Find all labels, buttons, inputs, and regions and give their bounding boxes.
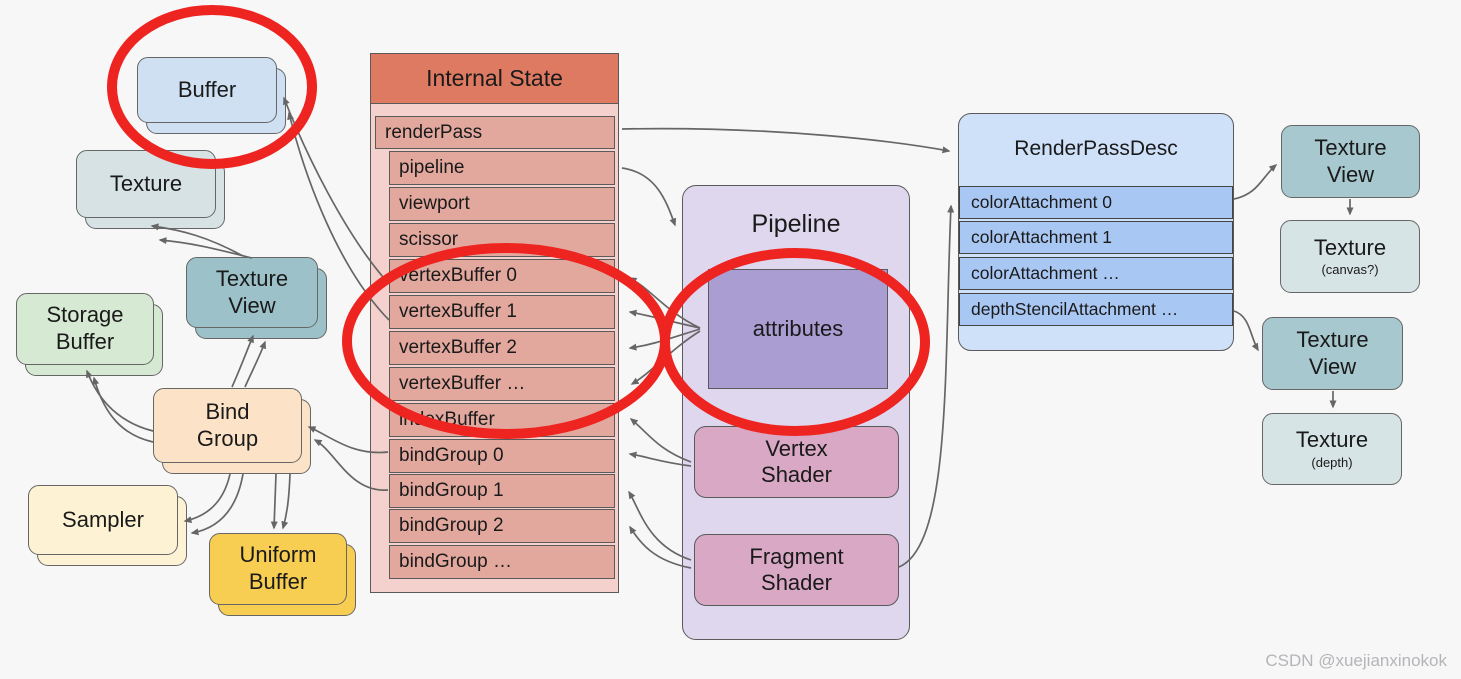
node-texture-view-left-label2: View <box>228 292 276 318</box>
texture-depth-label: Texture <box>1295 427 1369 453</box>
arrow-bindgroup-to-uniformbuffer-1 <box>270 473 278 530</box>
node-sampler: Sampler <box>28 485 187 566</box>
watermark: CSDN @xuejianxinokok <box>1265 651 1447 670</box>
node-storage-buffer: Storage Buffer <box>16 293 163 376</box>
node-sampler-label: Sampler <box>62 506 144 532</box>
pipeline-title: Pipeline <box>751 210 841 238</box>
attributes-box: attributes <box>708 269 888 389</box>
node-buffer: Buffer <box>137 57 286 134</box>
node-uniform-buffer-label: Uniform <box>239 542 317 568</box>
arrow-colorattachment0-to-textureview <box>1233 164 1278 200</box>
node-uniform-buffer: Uniform Buffer <box>209 533 356 616</box>
internal-state-row-vertexbuffer2: vertexBuffer 2 <box>389 331 615 365</box>
internal-state-row-vertexbuffer1: vertexBuffer 1 <box>389 295 615 329</box>
texture-view-top-label: Texture <box>1314 134 1387 160</box>
vertex-shader-label: Vertex <box>765 435 828 461</box>
arrow-pipeline-row-to-pipeline <box>621 167 677 227</box>
node-bind-group-label: Bind <box>205 398 250 424</box>
arrow-textureview-to-texture-2 <box>158 237 253 259</box>
texture-view-bottom-label2: View <box>1308 353 1357 379</box>
rpd-row-colorattachment1: colorAttachment 1 <box>959 221 1233 254</box>
arrow-bindgroup-to-uniformbuffer-2 <box>281 473 291 530</box>
texture-view-top-label2: View <box>1326 161 1375 187</box>
internal-state-row-scissor: scissor <box>389 223 615 257</box>
arrow-textureview-to-texture-1 <box>150 223 244 257</box>
pipeline-container: Pipeline attributes Vertex Shader Fragme… <box>682 185 910 640</box>
vertex-shader-box: Vertex Shader <box>694 426 899 498</box>
internal-state-row-bindgroup0: bindGroup 0 <box>389 439 615 473</box>
node-texture-depth: Texture (depth) <box>1262 413 1402 485</box>
fragment-shader-box: Fragment Shader <box>694 534 899 606</box>
node-storage-buffer-label: Storage <box>46 302 124 328</box>
rpd-row-colorattachment-etc: colorAttachment … <box>959 257 1233 290</box>
arrow-bindgroup-to-storagebuffer-1 <box>86 369 154 432</box>
arrow-depthstencil-to-textureview <box>1233 310 1259 352</box>
node-texture-view-bottom-right: Texture View <box>1262 317 1403 390</box>
vertex-shader-label2: Shader <box>761 462 832 487</box>
internal-state-row-vertexbuffer-etc: vertexBuffer … <box>389 367 615 401</box>
internal-state-row-bindgroup1: bindGroup 1 <box>389 474 615 508</box>
arrow-bindgroup-to-textureview-1 <box>231 334 254 388</box>
render-pass-desc-title: RenderPassDesc <box>1014 137 1178 160</box>
rpd-row-depthstencil: depthStencilAttachment … <box>959 293 1233 326</box>
texture-view-bottom-label: Texture <box>1296 326 1369 352</box>
node-buffer-label: Buffer <box>177 76 237 102</box>
node-storage-buffer-label2: Buffer <box>55 329 115 354</box>
node-texture-view-left-label: Texture <box>215 265 289 291</box>
arrow-bindgroup-to-sampler-2 <box>190 473 244 536</box>
internal-state-table: Internal State renderPass pipeline viewp… <box>370 53 619 593</box>
arrow-bindgroup-to-sampler-1 <box>183 473 231 524</box>
texture-canvas-label: Texture <box>1313 234 1387 260</box>
internal-state-row-indexbuffer: indexBuffer <box>389 403 615 437</box>
node-bind-group: Bind Group <box>153 388 311 474</box>
node-texture-label: Texture <box>109 170 183 196</box>
render-pass-desc-table: RenderPassDesc colorAttachment 0 colorAt… <box>958 113 1234 351</box>
node-bind-group-label2: Group <box>196 425 259 451</box>
node-texture: Texture <box>76 150 225 229</box>
texture-canvas-sublabel: (canvas?) <box>1321 262 1379 278</box>
fragment-shader-label: Fragment <box>749 543 844 569</box>
rpd-row-colorattachment0: colorAttachment 0 <box>959 186 1233 219</box>
attributes-label: attributes <box>752 316 844 341</box>
arrow-renderpass-to-renderpassdesc <box>621 127 951 154</box>
internal-state-row-bindgroup-etc: bindGroup … <box>389 545 615 579</box>
internal-state-row-viewport: viewport <box>389 187 615 221</box>
arrow-bindgroup-to-storagebuffer-2 <box>92 376 154 443</box>
node-texture-view-left: Texture View <box>186 257 327 339</box>
node-texture-canvas: Texture (canvas?) <box>1280 220 1420 293</box>
internal-state-row-vertexbuffer0: vertexBuffer 0 <box>389 259 615 293</box>
internal-state-row-renderpass: renderPass <box>375 116 615 149</box>
internal-state-row-pipeline: pipeline <box>389 151 615 185</box>
internal-state-title: Internal State <box>371 54 618 104</box>
arrow-bindgroup-to-textureview-2 <box>244 340 266 388</box>
internal-state-row-bindgroup2: bindGroup 2 <box>389 509 615 543</box>
node-uniform-buffer-label2: Buffer <box>248 569 308 594</box>
texture-depth-sublabel: (depth) <box>1311 454 1353 470</box>
fragment-shader-label2: Shader <box>761 570 832 595</box>
node-texture-view-top-right: Texture View <box>1281 125 1420 198</box>
